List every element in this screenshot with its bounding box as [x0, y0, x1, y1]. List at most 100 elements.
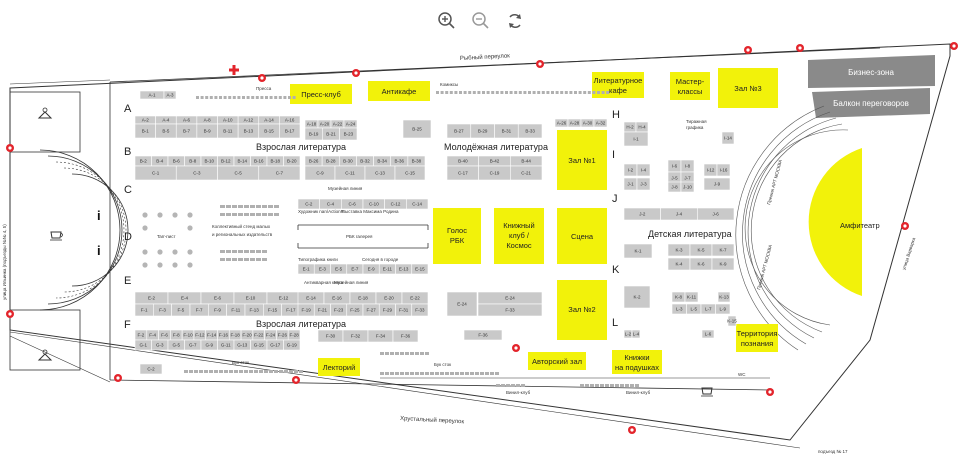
booth[interactable]: B-13 — [237, 123, 260, 139]
booth[interactable]: F-13 — [244, 303, 264, 317]
booth[interactable]: F-14 — [205, 329, 218, 341]
booth[interactable]: F-20 — [240, 329, 254, 341]
booth[interactable]: E-12 — [266, 291, 301, 305]
booth[interactable]: I-4 — [636, 163, 651, 177]
booth[interactable]: I-2 — [623, 163, 638, 177]
booth[interactable]: K-7 — [711, 243, 735, 257]
booth[interactable]: K-6 — [689, 257, 713, 271]
booth[interactable]: C-15 — [394, 165, 426, 181]
booth[interactable]: F-16 — [217, 329, 230, 341]
book-club-cosmos[interactable]: Книжный клуб / Космос — [494, 208, 544, 264]
booth[interactable]: A-22 — [330, 119, 345, 129]
booth[interactable]: J-8 — [667, 181, 682, 193]
booth[interactable]: B-38 — [407, 155, 426, 167]
zoom-in-button[interactable] — [434, 8, 460, 34]
booth[interactable]: B-26 — [304, 155, 323, 167]
booth[interactable]: F-12 — [193, 329, 207, 341]
booth[interactable]: F-31 — [395, 303, 413, 317]
booth[interactable]: E-1 — [297, 263, 315, 275]
booth[interactable]: F-36 — [463, 329, 503, 341]
booth[interactable]: A-14 — [258, 115, 280, 125]
golos-rbk[interactable]: Голос РБК — [433, 208, 481, 264]
booth[interactable]: C-3 — [175, 165, 218, 181]
booth[interactable]: K-3 — [667, 243, 691, 257]
booth[interactable]: B-20 — [283, 155, 301, 167]
booth[interactable]: F-1 — [134, 303, 154, 317]
booth[interactable]: B-40 — [446, 155, 479, 167]
booth[interactable]: J-6 — [697, 207, 735, 221]
booth[interactable]: G-15 — [250, 339, 268, 351]
booth[interactable]: E-10 — [233, 291, 268, 305]
booth[interactable]: F-18 — [228, 329, 242, 341]
booth[interactable]: B-25 — [402, 119, 432, 139]
amphitheater[interactable]: Амфитеатр — [808, 148, 880, 296]
booth[interactable]: B-4 — [151, 155, 169, 167]
booth[interactable]: A-4 — [155, 115, 177, 125]
booth[interactable]: A-3 — [163, 90, 177, 100]
booth[interactable]: C-19 — [478, 165, 511, 181]
booth[interactable]: I-16 — [716, 163, 731, 177]
stage[interactable]: Сцена — [557, 208, 607, 264]
booth[interactable]: B-19 — [304, 127, 323, 141]
booth[interactable]: F-27 — [362, 303, 380, 317]
booth[interactable]: C-10 — [362, 198, 385, 210]
booth[interactable]: B-21 — [322, 127, 340, 141]
booth[interactable]: C-7 — [258, 165, 301, 181]
booth[interactable]: I-14 — [721, 131, 735, 145]
booth[interactable]: B-27 — [446, 123, 472, 139]
booth[interactable]: B-10 — [200, 155, 218, 167]
booth[interactable]: A-24 — [343, 119, 358, 129]
booth[interactable]: C-2 — [297, 198, 320, 210]
booth[interactable]: B-33 — [517, 123, 543, 139]
booth[interactable]: B-1 — [134, 123, 156, 139]
anticafe[interactable]: Антикафе — [368, 81, 430, 101]
booth[interactable]: E-5 — [330, 263, 348, 275]
booth[interactable]: F-4 — [146, 329, 159, 341]
booth[interactable]: K-15 — [727, 315, 737, 327]
booth[interactable]: G-17 — [266, 339, 284, 351]
booth[interactable]: A-10 — [217, 115, 239, 125]
press-club[interactable]: Пресс-клуб — [290, 84, 352, 104]
booth[interactable]: F-26 — [276, 329, 289, 341]
booth[interactable]: H-4 — [635, 121, 649, 133]
booth[interactable]: J-9 — [703, 177, 731, 191]
booth[interactable]: F-23 — [330, 303, 348, 317]
lectorium[interactable]: Лекторий — [318, 358, 360, 376]
booth[interactable]: I-8 — [680, 159, 695, 173]
booth[interactable]: F-10 — [181, 329, 195, 341]
booth[interactable]: K-13 — [717, 291, 731, 303]
booth[interactable]: I-6 — [667, 159, 682, 173]
booth[interactable]: L-9 — [715, 303, 731, 315]
booth[interactable]: B-2 — [134, 155, 152, 167]
booth[interactable]: F-11 — [226, 303, 246, 317]
booth[interactable]: F-7 — [189, 303, 209, 317]
booth[interactable]: I-1 — [623, 131, 649, 147]
booth[interactable]: K-5 — [689, 243, 713, 257]
booth[interactable]: F-36 — [392, 329, 419, 343]
booth[interactable]: E-18 — [349, 291, 377, 305]
author-hall[interactable]: Авторский зал — [528, 352, 586, 370]
booth[interactable]: B-8 — [184, 155, 202, 167]
booth[interactable]: E-2 — [134, 291, 169, 305]
hall-1[interactable]: Зал №1 — [557, 130, 607, 190]
booth[interactable]: C-11 — [334, 165, 366, 181]
booth[interactable]: B-18 — [266, 155, 284, 167]
booth[interactable]: L-2 — [623, 329, 633, 339]
booth[interactable]: B-12 — [217, 155, 235, 167]
booth[interactable]: A-26 — [554, 118, 569, 128]
booth[interactable]: B-6 — [167, 155, 185, 167]
booth[interactable]: F-21 — [313, 303, 331, 317]
booth[interactable]: J-10 — [680, 181, 695, 193]
booth[interactable]: I-12 — [703, 163, 718, 177]
booth[interactable]: A-2 — [134, 115, 156, 125]
zoom-out-button[interactable] — [468, 8, 494, 34]
booth[interactable]: A-20 — [317, 119, 332, 129]
booth[interactable]: F-5 — [171, 303, 191, 317]
booth[interactable]: F-17 — [281, 303, 301, 317]
booth[interactable]: E-20 — [375, 291, 403, 305]
hall-2[interactable]: Зал №2 — [557, 280, 607, 340]
booth[interactable]: F-25 — [346, 303, 364, 317]
booth[interactable]: C-4 — [319, 198, 342, 210]
booth[interactable]: E-24 — [446, 291, 478, 317]
booth[interactable]: F-9 — [208, 303, 227, 317]
